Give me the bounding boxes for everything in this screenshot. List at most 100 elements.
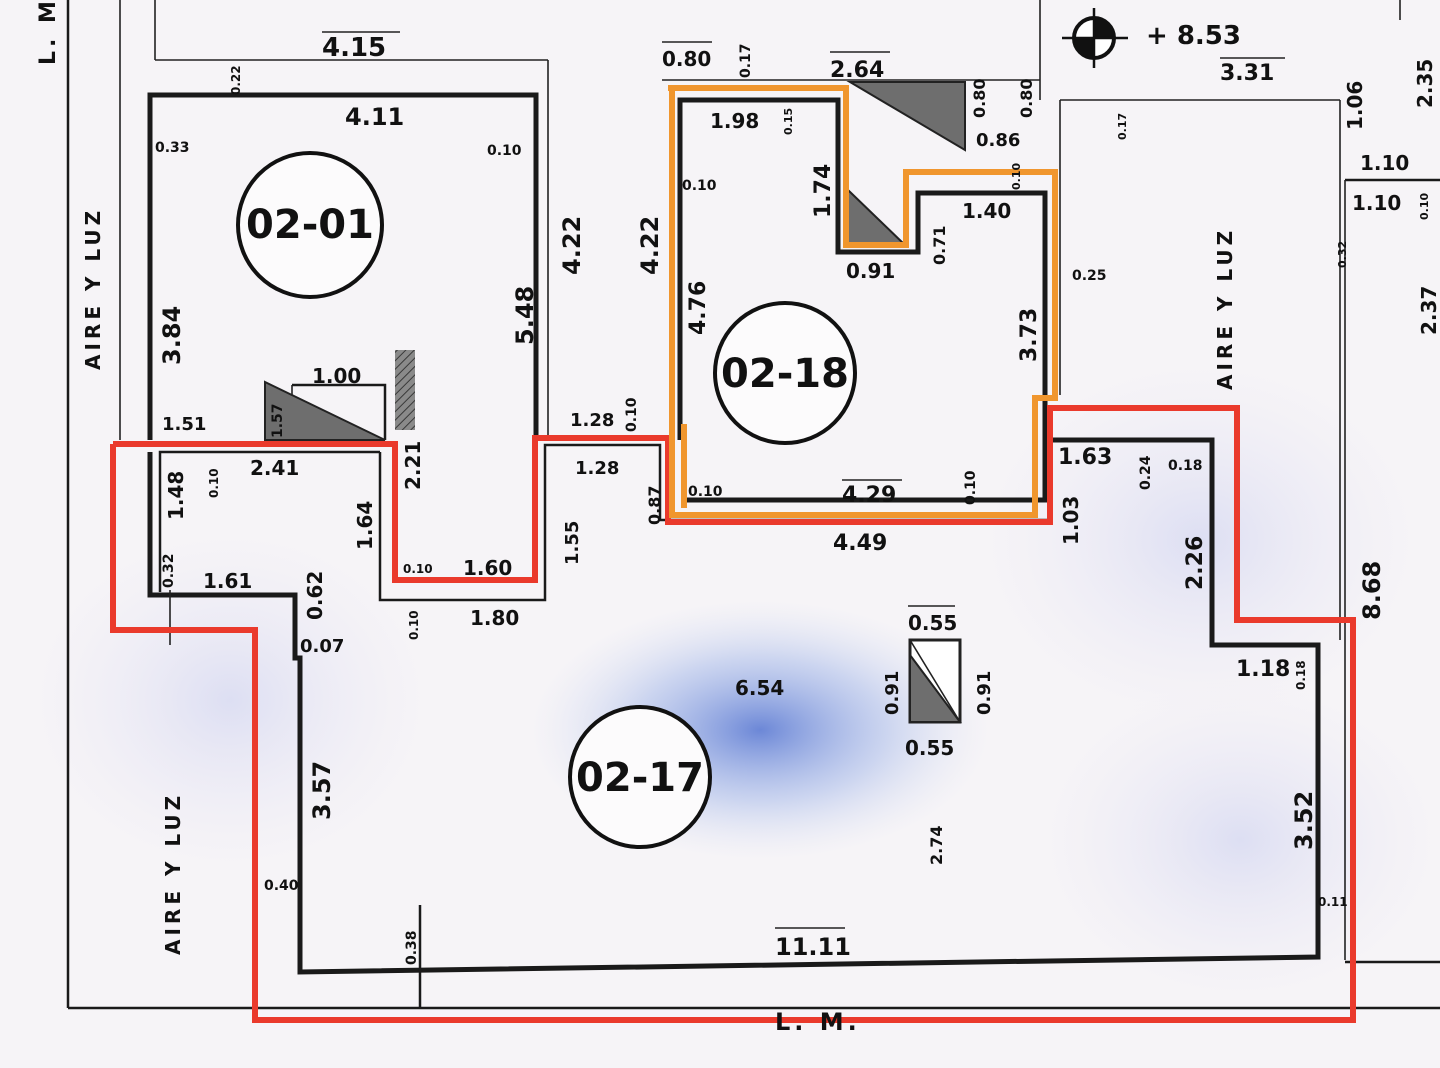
dimension-label: 1.03: [1059, 496, 1083, 545]
dimension-label: 0.25: [1072, 268, 1107, 284]
dimension-label: 0.86: [976, 130, 1020, 151]
outline-02-18: [668, 85, 1058, 518]
dimension-label: 6.54: [735, 676, 784, 700]
aire-y-luz-label: AIRE Y LUZ: [81, 207, 105, 370]
dimension-label: 0.55: [908, 611, 957, 635]
dimension-label: 3.52: [1290, 791, 1318, 850]
dimension-label: 0.18: [1294, 660, 1308, 690]
dimension-label: 3.84: [158, 306, 186, 365]
dimension-label: 1.10: [1352, 191, 1401, 215]
dimension-label: 2.37: [1417, 286, 1440, 335]
unit-label-text: 02-17: [576, 755, 704, 801]
dimension-label: 0.10: [407, 610, 421, 640]
dimension-label: 1.28: [575, 458, 619, 479]
dimension-label: 0.55: [905, 736, 954, 760]
dimension-label: 0.71: [930, 226, 949, 265]
dimension-label: 0.33: [155, 140, 190, 156]
dimension-label: 1.61: [203, 569, 252, 593]
dimension-label: 4.15: [322, 33, 386, 63]
dimension-label: 0.22: [229, 65, 243, 95]
dimension-label: 0.40: [264, 878, 299, 894]
dimension-label: 0.62: [303, 571, 327, 620]
unit-label-text: 02-01: [246, 202, 374, 248]
dimension-label: 1.60: [463, 556, 512, 580]
dimension-label: 0.11: [1318, 895, 1348, 909]
aire-y-luz-label: AIRE Y LUZ: [161, 792, 185, 955]
dimension-label: 0.18: [1168, 458, 1203, 474]
unit-outlines: [110, 85, 1356, 1023]
dimension-label: 2.41: [250, 456, 299, 480]
dimension-label: 0.32: [161, 553, 177, 588]
dimension-label: 0.80: [662, 47, 711, 71]
dimension-label: 4.22: [636, 216, 664, 275]
dimension-label: 0.15: [782, 108, 795, 135]
dimension-label: 0.10: [624, 397, 640, 432]
aire-y-luz-label: AIRE Y LUZ: [1213, 227, 1237, 390]
dimension-label: 0.80: [1017, 79, 1036, 118]
dimension-label: 1.48: [164, 471, 188, 520]
dimension-label: 11.11: [775, 933, 851, 961]
dimension-label: 0.10: [487, 143, 522, 159]
dimension-label: 2.26: [1183, 536, 1208, 590]
dimension-label: 1.10: [1360, 151, 1409, 175]
dimension-label: 0.91: [974, 671, 995, 715]
dimension-label: 1.80: [470, 606, 519, 630]
dimension-label: 2.21: [401, 441, 425, 490]
hatched-shafts: [264, 81, 966, 724]
dimension-label: 1.74: [811, 164, 836, 218]
dimension-label: 3.31: [1220, 61, 1274, 86]
dimension-label: 0.32: [1336, 241, 1349, 268]
dimension-label: 4.29: [842, 483, 896, 508]
dimension-label: 0.38: [404, 930, 420, 965]
dimension-label: 0.10: [688, 484, 723, 500]
dimension-label: 0.10: [963, 470, 979, 505]
dimension-label: 1.18: [1236, 657, 1290, 682]
dimension-label: 1.06: [1343, 81, 1367, 130]
dimension-label: 0.24: [1138, 455, 1154, 490]
dimension-label: 2.74: [927, 826, 946, 865]
dimension-label: 0.10: [682, 178, 717, 194]
dimension-label: 0.10: [1010, 163, 1023, 190]
dimension-label: 0.10: [1418, 193, 1431, 220]
dimension-label: 1.51: [162, 414, 206, 435]
dimension-label: 3.57: [308, 761, 336, 820]
dimension-label: 2.64: [830, 58, 884, 83]
dimension-label: 4.11: [345, 103, 404, 131]
area-labels: AIRE Y LUZ AIRE Y LUZ AIRE Y LUZ L. M L.…: [36, 0, 1241, 1036]
property-lines: [66, 0, 1440, 1010]
unit-label-02-18: 02-18: [713, 301, 857, 445]
dimension-label: 0.07: [300, 636, 344, 657]
outline-02-17: [110, 405, 1356, 1023]
dimension-label: 4.49: [833, 531, 887, 556]
dimension-label: 1.00: [312, 364, 361, 388]
lm-label: L. M: [36, 0, 61, 65]
unit-label-text: 02-18: [721, 351, 849, 397]
unit-label-02-17: 02-17: [568, 705, 712, 849]
dimension-label: 8.68: [1358, 561, 1386, 620]
dimension-labels: 4.15 4.11 0.33 0.10 0.22 3.84 5.48 4.22 …: [155, 31, 1440, 965]
dimension-label: 1.63: [1058, 445, 1112, 470]
dimension-label: 0.91: [882, 671, 903, 715]
level-label: + 8.53: [1146, 21, 1241, 51]
unit-02-17-walls: [147, 437, 1321, 1008]
dimension-label: 1.28: [570, 410, 614, 431]
dimension-label: 4.22: [558, 216, 586, 275]
dimension-label: 0.17: [1116, 113, 1129, 140]
dimension-label: 0.87: [645, 486, 664, 525]
dimension-label: 5.48: [511, 286, 539, 345]
unit-label-02-01: 02-01: [236, 151, 384, 299]
dimension-label: 1.55: [562, 521, 583, 565]
dimension-label: 0.80: [970, 79, 989, 118]
dimension-label: 1.64: [353, 501, 377, 550]
dimension-label: 0.10: [403, 562, 433, 576]
dimension-label: 0.17: [738, 43, 754, 78]
dimension-label: 4.76: [686, 281, 711, 335]
lm-label: L. M.: [775, 1008, 861, 1036]
dimension-label: 2.35: [1413, 59, 1437, 108]
dimension-label: 0.10: [207, 468, 221, 498]
dimension-label: 1.57: [270, 403, 286, 438]
dimension-label: 3.73: [1017, 308, 1042, 362]
dimension-label: 0.91: [846, 259, 895, 283]
dimension-label: 1.40: [962, 199, 1011, 223]
